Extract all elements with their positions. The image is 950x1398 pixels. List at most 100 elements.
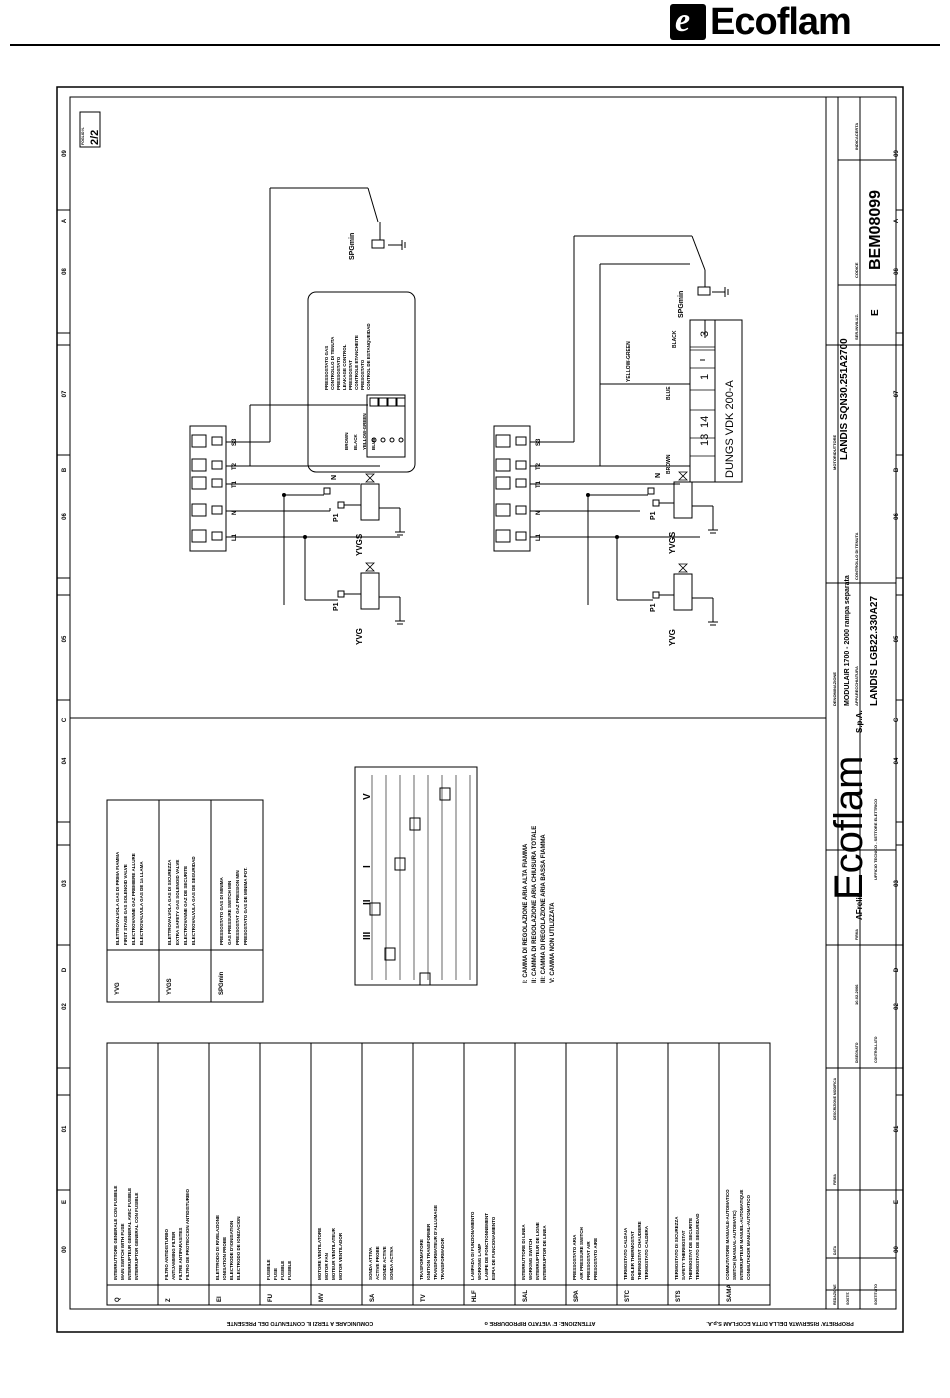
legend-text: TRASFORMATORE (419, 1239, 424, 1280)
legend-text: INTERRUPTOR GENERAL CON FUSIBLE (134, 1193, 139, 1280)
terminal-screw (515, 531, 527, 541)
legend-text: INTERRUPTEUR DE LIGNE (535, 1222, 540, 1280)
header-rule (10, 44, 940, 46)
wire-color-label: BLUE (666, 386, 672, 400)
page-label: FOGLIO N. (81, 127, 85, 145)
legend-code: Q (115, 1297, 121, 1302)
legend-text: PRESOSTATO AIRE (593, 1238, 598, 1280)
legend-text: FILTRO ANTIDISTURBO (164, 1229, 169, 1280)
copyright-strip: PROPRIETA' RISERVATA DELLA DITTA ECOFLAM… (226, 1320, 853, 1326)
sheet-code: BEM08099 (867, 190, 884, 270)
sign-label: FIRMA (855, 928, 859, 940)
grid-col-label-left: 04 (62, 757, 68, 764)
terminal-block: L1NT1T2S3 (493, 425, 542, 552)
grid-row-label-right: B (894, 467, 900, 472)
signature: AFrelin (855, 892, 864, 920)
cam-contact (439, 787, 451, 801)
revision-value: E (870, 309, 881, 316)
legend-code: YVGS (167, 978, 173, 995)
legend-text: CONMUTADOR MANUAL-AUTOMATICO (746, 1195, 751, 1280)
cam-label: V (362, 793, 373, 800)
bottom-circuit: L1NT1T2S3YVGP1YVGSP1N131413DUNGS VDK 200… (493, 235, 743, 646)
legend-code: SAL (523, 1290, 529, 1302)
device-pin: 13 (699, 434, 711, 446)
device-text: CONTROL DE ESTANQUEIDAD (366, 323, 371, 390)
revision-label: SER.INVILUZ. (854, 314, 859, 340)
device-text: LEAKAGE CONTROL (342, 344, 347, 390)
terminal-screw (515, 460, 527, 470)
legend-text: WORKING SWITCH (528, 1239, 533, 1280)
legend-text: PRESSOSTATO ARIA (572, 1234, 577, 1280)
device-screw (371, 437, 377, 443)
valve-pin-label: P1 (333, 513, 340, 522)
grid-col-label-left: 03 (62, 880, 68, 887)
grid-col-label-right: 09 (894, 150, 900, 157)
wire-color-label: BROWN (344, 433, 349, 451)
cam-note: II: CAMMA DI REGOLAZIONE ARIA CHIUSURA T… (532, 826, 538, 983)
valve-symbol (365, 473, 375, 483)
device-frame (307, 291, 416, 473)
device-screw (380, 437, 386, 443)
terminal (495, 529, 511, 543)
legend-gas-frame (106, 799, 264, 1003)
legend-text: MOTOR FAN (324, 1253, 329, 1280)
terminal-screw (515, 505, 527, 515)
grid-col-label-left: 07 (62, 390, 68, 397)
device-terminal (396, 397, 406, 407)
cam-note: III: CAMMA DI REGOLAZIONE ARIA BASSA FIA… (541, 834, 547, 983)
cam-contact (394, 857, 406, 871)
grid-col-label-left: 02 (62, 1003, 68, 1010)
apparatus-name: LANDIS LGB22.330A27 (869, 596, 880, 706)
legend-text: FUSIBLE (287, 1261, 292, 1280)
wire-color-label: BLACK (672, 330, 678, 348)
legend-text: MOTOR VENTILADOR (338, 1232, 343, 1280)
legend-code: SA (370, 1293, 376, 1302)
legend-text: PRESSOSTATO GAS DI MINIMA (219, 876, 224, 945)
valve-coil (673, 481, 693, 519)
page-header: e Ecoflam (0, 0, 950, 48)
terminal-strip (493, 425, 531, 552)
description-label: DENOMINAZIONE (832, 672, 837, 706)
drawn-label: DISEGNATO (855, 1042, 859, 1063)
revision-table-label: DESCRIZIONE MODIFICA (833, 1077, 837, 1120)
terminal-strip (189, 425, 227, 552)
grid-row-label-left: D (62, 967, 68, 972)
terminal-label: N (536, 511, 542, 515)
n-terminal (647, 487, 655, 495)
valve-symbol (678, 471, 688, 481)
terminal-screw (515, 478, 527, 488)
author-label: FIRMA (833, 1173, 837, 1185)
legend-text: FUSIBILE (266, 1259, 271, 1280)
legend-text: TERMOSTATO CALDAIA (623, 1227, 628, 1280)
grid-col-label-right: 06 (894, 513, 900, 520)
switch-label: SPGmin (349, 233, 356, 260)
legend-text: EXTRA SAFETY GAS SOLENOID VALVE (175, 860, 180, 945)
terminal-screw (211, 531, 223, 541)
valve-coil (673, 573, 693, 611)
date-label: DATA (833, 1245, 837, 1255)
company-spa: S.p.A. (855, 710, 864, 733)
legend-code: FU (268, 1294, 274, 1302)
terminal-screw (211, 505, 223, 515)
cam-contact (419, 972, 431, 986)
legend-text: LAMPADA DI FUNZIONAMENTO (470, 1211, 475, 1280)
top-circuit: L1NT1T2S3YVGP1YVGSP1NBROWNBLACKYELLOW-GR… (189, 187, 416, 645)
terminal-block: L1NT1T2S3 (189, 425, 238, 552)
terminal (495, 458, 511, 472)
legend-text: SONDE ACTIVE (382, 1246, 387, 1280)
legend-text: ELETTROVALVOLA GAS DI SICUREZZA (167, 859, 172, 945)
legend-text: ELECTRODO DE IONIZACION (236, 1216, 241, 1280)
dungs-device: 131413DUNGS VDK 200-ABROWNBLUEYELLOW-GRE… (600, 319, 743, 483)
tb-label: INDICACERTA (854, 123, 859, 150)
brand-name: Ecoflam (710, 0, 852, 43)
legend-text: THERMOSTAT DE SECURITE (688, 1218, 693, 1280)
grid-col-label-right: 01 (894, 1125, 900, 1132)
valve-coil (360, 483, 380, 521)
legend-text: FILTRO DE PROTECCION ANTIDISTURBIO (185, 1189, 190, 1280)
legend-text: LAMPE DE FONCTIONNEMENT (484, 1213, 489, 1280)
grid-col-label-right: 02 (894, 1003, 900, 1010)
